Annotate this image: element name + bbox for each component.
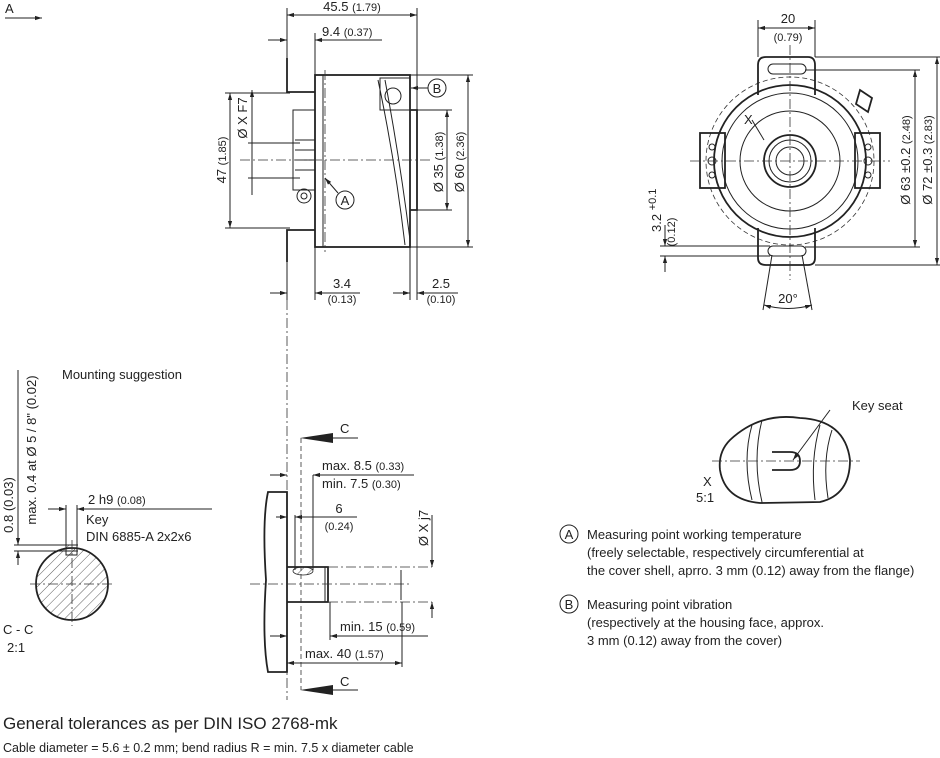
dim-six: 6 — [335, 501, 342, 516]
dim-overall-length-in: (1.79) — [352, 2, 381, 14]
dim-height: 47 — [214, 169, 229, 183]
dim-bore: Ø X F7 — [235, 97, 250, 138]
svg-text:Ø 35 (1.38): Ø 35 (1.38) — [431, 132, 446, 193]
section-c-bottom: C — [340, 674, 349, 689]
svg-text:max. 8.5 (0.33): max. 8.5 (0.33) — [322, 458, 404, 473]
view-marker-a: A — [5, 1, 42, 21]
general-tolerances: General tolerances as per DIN ISO 2768-m… — [3, 714, 338, 733]
dim-min-15-in: (0.59) — [386, 622, 415, 634]
dim-key-depth: 0.8 (0.03) — [1, 477, 16, 533]
dim-min-75-in: (0.30) — [372, 479, 401, 491]
detail-x-scale: 5:1 — [696, 490, 714, 505]
section-c-c: Mounting suggestion max. 0.4 at Ø 5 / 8"… — [1, 367, 212, 655]
dim-min-75: min. 7.5 — [322, 476, 368, 491]
dim-slot-tolerance: +0.1 — [647, 189, 659, 211]
svg-text:min. 15 (0.59): min. 15 (0.59) — [340, 619, 415, 634]
marker-a-callout: A — [324, 177, 355, 210]
view-marker-label: A — [5, 1, 14, 16]
legend-b-marker: B — [565, 597, 574, 612]
dim-flange-offset-in: (0.37) — [344, 27, 373, 39]
svg-text:Ø 72 ±0.3 (2.83): Ø 72 ±0.3 (2.83) — [920, 115, 935, 204]
svg-text:45.5 (1.79): 45.5 (1.79) — [323, 0, 381, 14]
dim-key-width: 2 h9 — [88, 492, 113, 507]
dim-slot: 3.2 — [649, 214, 664, 232]
mounting-side-view: C C max. 8.5 (0.33) min. 7.5 (0.30) 6 (0… — [250, 421, 435, 695]
dim-max-40: max. 40 — [305, 646, 351, 661]
dim-dia-72: Ø 72 ±0.3 — [920, 148, 935, 205]
detail-x-label: X — [703, 474, 712, 489]
legend: A Measuring point working temperature (f… — [559, 524, 914, 648]
section-scale: 2:1 — [7, 640, 25, 655]
key-spec: DIN 6885-A 2x2x6 — [86, 529, 192, 544]
dim-dia-60-in: (2.36) — [455, 132, 467, 161]
legend-a-line: (freely selectable, respectively circumf… — [587, 545, 864, 560]
svg-text:2 h9 (0.08): 2 h9 (0.08) — [88, 492, 146, 507]
dim-flange-thickness: 3.4 — [333, 276, 351, 291]
svg-text:9.4 (0.37): 9.4 (0.37) — [322, 24, 372, 39]
dim-dia-63: Ø 63 ±0.2 — [898, 148, 913, 205]
marker-a-label: A — [341, 193, 350, 208]
dim-height-in: (1.85) — [217, 137, 229, 166]
encoder-body-side — [240, 58, 430, 262]
detail-x-marker: X — [744, 112, 753, 127]
legend-a-marker: A — [565, 527, 574, 542]
dim-max-85-in: (0.33) — [375, 461, 404, 473]
dim-dia-35: Ø 35 — [431, 164, 446, 192]
detail-x-view: Key seat X 5:1 — [696, 398, 903, 505]
legend-b-line: (respectively at the housing face, appro… — [587, 615, 824, 630]
key-label: Key — [86, 512, 109, 527]
front-view: X 20 (0.79) Ø 63 ±0.2 (2.48) Ø 72 ±0.3 (… — [647, 11, 940, 311]
marker-b-label: B — [433, 81, 442, 96]
section-c-top: C — [340, 421, 349, 436]
legend-a-line: Measuring point working temperature — [587, 527, 802, 542]
legend-b-line: Measuring point vibration — [587, 597, 732, 612]
mounting-title: Mounting suggestion — [62, 367, 182, 382]
cable-spec: Cable diameter = 5.6 ± 0.2 mm; bend radi… — [3, 741, 414, 755]
svg-text:3.2 +0.1: 3.2 +0.1 — [647, 189, 664, 232]
dim-max-85: max. 8.5 — [322, 458, 372, 473]
dim-angle: 20° — [778, 291, 798, 306]
dim-overall-length: 45.5 — [323, 0, 348, 14]
dim-max-40-in: (1.57) — [355, 649, 384, 661]
dim-dia-60: Ø 60 — [452, 164, 467, 192]
legend-a-line: the cover shell, aprro. 3 mm (0.12) away… — [587, 563, 914, 578]
dim-slot-in: (0.12) — [666, 218, 678, 247]
dim-tab-width: 20 — [781, 11, 795, 26]
dim-dia-72-in: (2.83) — [923, 115, 935, 144]
dim-shaft-dia: Ø X j7 — [416, 510, 431, 546]
dim-cover-step: 2.5 — [432, 276, 450, 291]
svg-text:min. 7.5 (0.30): min. 7.5 (0.30) — [322, 476, 401, 491]
dim-flange-offset: 9.4 — [322, 24, 340, 39]
section-label: C - C — [3, 622, 33, 637]
legend-b-line: 3 mm (0.12) away from the cover) — [587, 633, 782, 648]
svg-text:max. 40 (1.57): max. 40 (1.57) — [305, 646, 384, 661]
svg-text:Ø 63 ±0.2 (2.48): Ø 63 ±0.2 (2.48) — [898, 115, 913, 204]
svg-text:Ø 60 (2.36): Ø 60 (2.36) — [452, 132, 467, 193]
dim-tab-width-in: (0.79) — [774, 32, 803, 44]
dim-flange-thickness-in: (0.13) — [328, 294, 357, 306]
dim-key-width-in: (0.08) — [117, 495, 146, 507]
dim-min-15: min. 15 — [340, 619, 383, 634]
key-seat-label: Key seat — [852, 398, 903, 413]
dim-cover-step-in: (0.10) — [427, 294, 456, 306]
svg-text:47 (1.85): 47 (1.85) — [214, 137, 229, 184]
dim-dia-35-in: (1.38) — [434, 132, 446, 161]
dim-runout: max. 0.4 at Ø 5 / 8" (0.02) — [24, 375, 39, 524]
dim-six-in: (0.24) — [325, 521, 354, 533]
dim-dia-63-in: (2.48) — [901, 115, 913, 144]
side-view: 45.5 (1.79) 9.4 (0.37) 47 (1.85) Ø X F7 … — [214, 0, 473, 700]
marker-b-callout: B — [411, 78, 447, 98]
